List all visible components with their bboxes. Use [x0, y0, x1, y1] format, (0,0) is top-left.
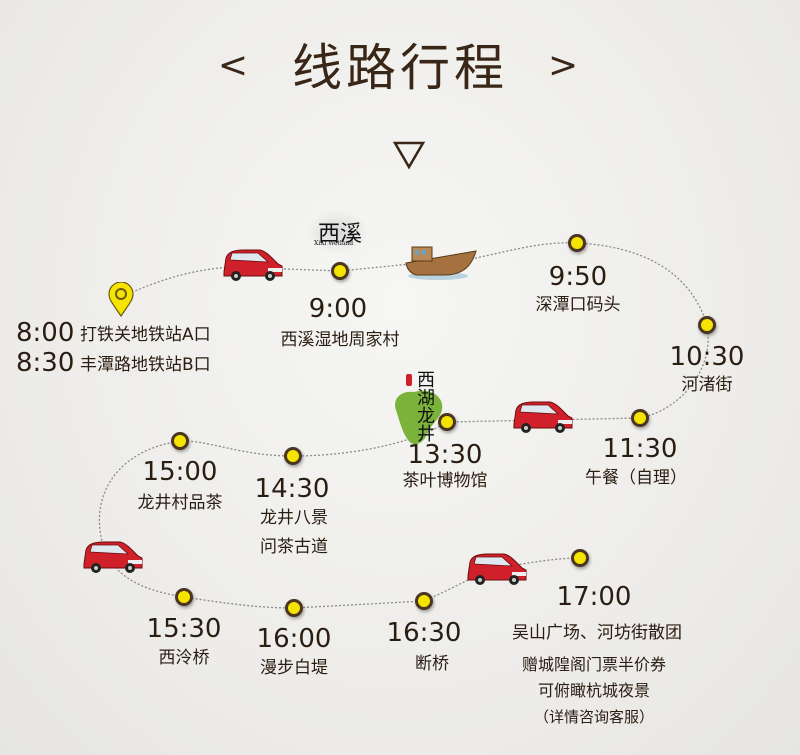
- stop-marker-9-00: [331, 262, 349, 280]
- stop-time: 9:00: [308, 294, 368, 324]
- car-icon: [467, 553, 527, 586]
- stop-marker-9-50: [568, 234, 586, 252]
- stop-place: 深潭口码头: [535, 295, 621, 315]
- stop-marker-16-00: [285, 599, 303, 617]
- stop-marker-17-00: [571, 549, 589, 567]
- stop-place: 龙井村品茶: [137, 493, 223, 513]
- stop-marker-16-30: [415, 592, 433, 610]
- car-icon: [83, 541, 143, 574]
- stop-time: 13:30: [407, 440, 483, 470]
- triangle-down-icon: [392, 141, 426, 170]
- xixi-logo: 西溪 XiXi Wetland: [306, 210, 370, 254]
- stop-time: 11:30: [602, 434, 678, 464]
- stop-place: 丰潭路地铁站B口: [80, 355, 211, 375]
- stop-place: 断桥: [415, 654, 449, 674]
- stop-place: 河渚街: [681, 375, 733, 395]
- stop-time: 16:30: [386, 618, 462, 648]
- stop-place: 打铁关地铁站A口: [80, 325, 211, 345]
- stop-place: 问茶古道: [260, 537, 328, 557]
- longjing-logo: 西湖龙井: [384, 370, 464, 450]
- page-title: <线路行程>: [217, 39, 583, 97]
- stop-place: 龙井八景: [260, 508, 328, 528]
- stop-time: 9:50: [548, 262, 608, 292]
- stop-place: 西泠桥: [158, 648, 210, 668]
- chevron-right-icon: >: [548, 45, 583, 86]
- stop-marker-11-30: [631, 409, 649, 427]
- stop-time: 8:00: [16, 318, 75, 348]
- stop-time: 15:00: [142, 457, 218, 487]
- location-pin-icon: [108, 282, 134, 318]
- stop-time: 10:30: [669, 342, 745, 372]
- stop-place: 西溪湿地周家村: [280, 330, 400, 350]
- stop-time: 17:00: [556, 582, 632, 612]
- stop-place: 午餐（自理）: [585, 468, 687, 488]
- stop-marker-14-30: [284, 447, 302, 465]
- boat-icon: [405, 246, 477, 280]
- chevron-left-icon: <: [217, 45, 252, 86]
- stop-time: 14:30: [254, 474, 330, 504]
- stop-note: 赠城隍阁门票半价券: [521, 655, 667, 674]
- stop-note: 可俯瞰杭城夜景: [537, 681, 651, 700]
- stop-place: 漫步白堤: [260, 658, 328, 678]
- stop-time: 15:30: [146, 614, 222, 644]
- stop-place: 吴山广场、河坊街散团: [512, 623, 682, 643]
- stop-place: 茶叶博物馆: [402, 471, 488, 491]
- car-icon: [513, 401, 573, 434]
- car-icon: [223, 249, 283, 282]
- stop-time: 16:00: [256, 624, 332, 654]
- stop-marker-15-30: [175, 588, 193, 606]
- stop-marker-10-30: [698, 316, 716, 334]
- stop-note: （详情咨询客服）: [533, 708, 655, 726]
- stop-marker-13-30: [438, 413, 456, 431]
- stop-time: 8:30: [16, 348, 75, 378]
- stop-marker-15-00: [171, 432, 189, 450]
